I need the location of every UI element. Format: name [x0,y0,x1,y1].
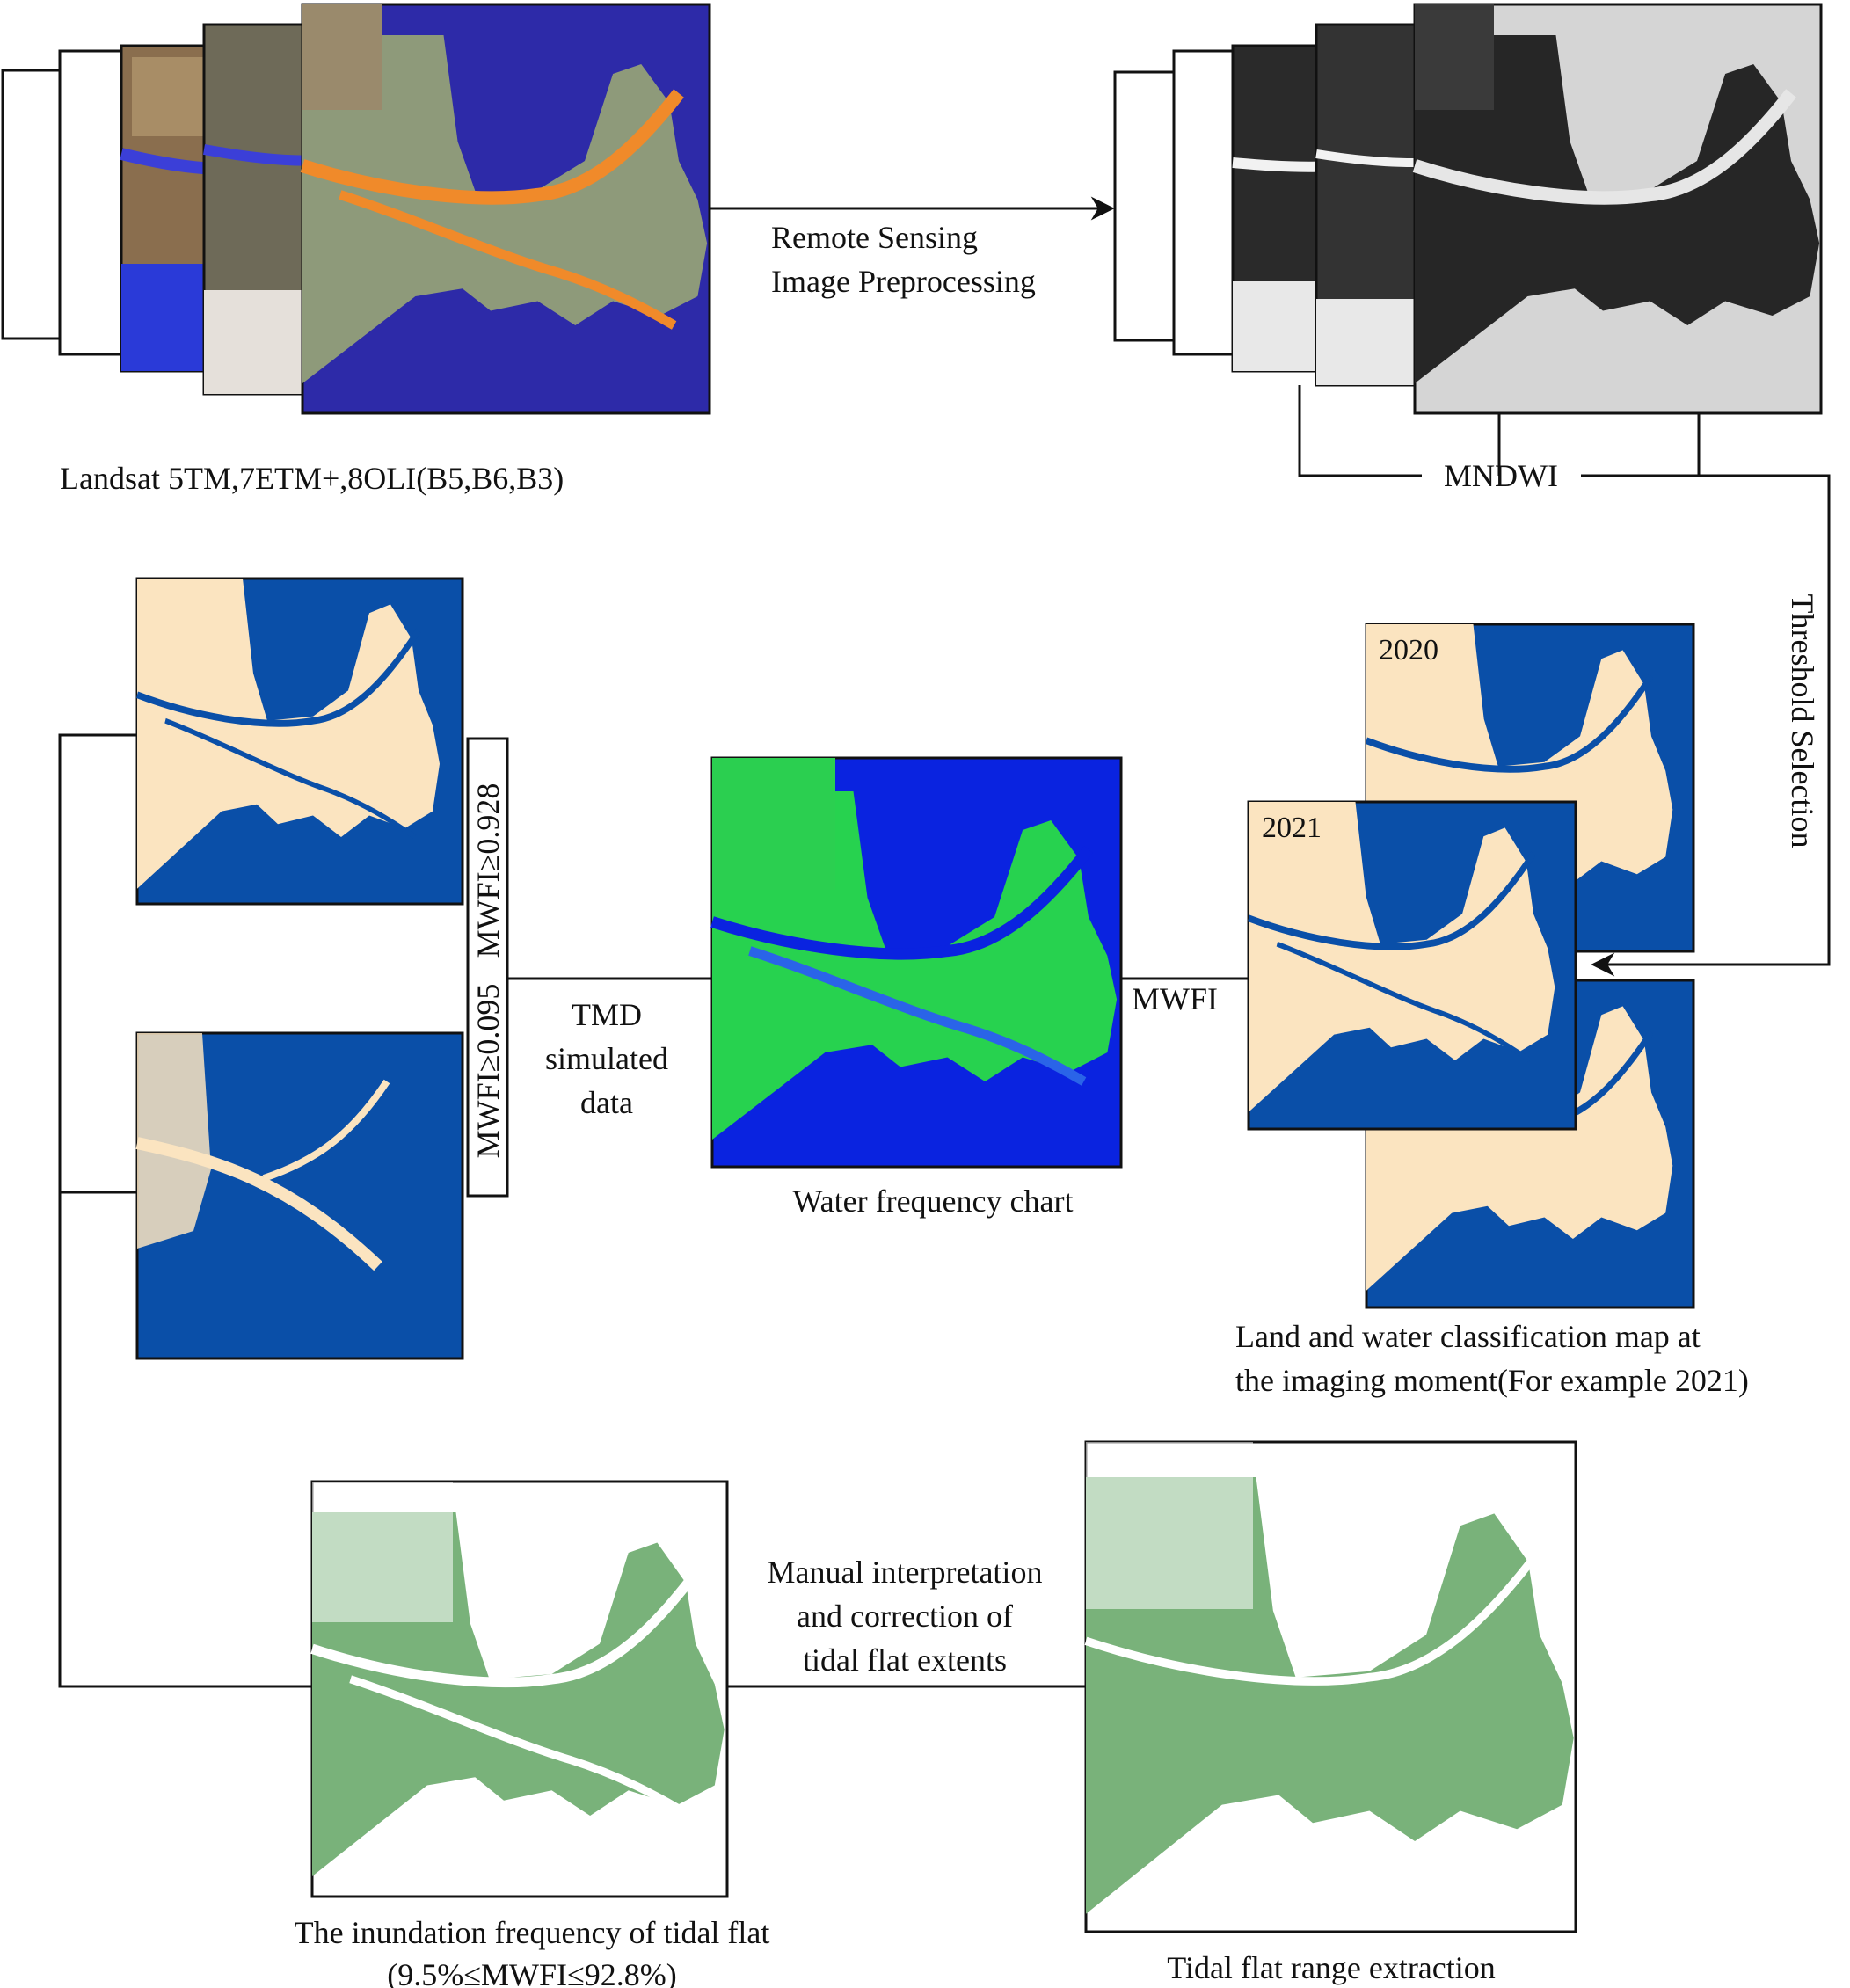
mndwi-label: MNDWI [1444,458,1558,493]
mwfi-high-label: MWFI≥0.928 [470,783,506,958]
mndwi-stack [1113,3,1823,415]
tmd-label-line1: TMD [572,997,642,1032]
high-threshold-map [137,577,464,906]
classification-label-line1: Land and water classification map at [1235,1319,1701,1354]
manual-label-line1: Manual interpretation [768,1555,1043,1590]
tidal-flat-range-map [1086,1440,1577,1933]
water-frequency-label: Water frequency chart [793,1183,1074,1219]
preprocess-label-line1: Remote Sensing [771,220,978,255]
inundation-label-line1: The inundation frequency of tidal flat [295,1915,770,1950]
low-threshold-map [135,1031,464,1360]
mwfi-low-label: MWFI≥0.095 [470,984,506,1159]
year-2020-label: 2020 [1379,634,1438,666]
water-frequency-image [712,756,1123,1169]
tmd-label-line3: data [580,1085,633,1120]
threshold-label: Threshold Selection [1785,594,1820,848]
mwfi-label: MWFI [1132,981,1218,1016]
threshold-arrow [1581,474,1831,977]
landsat-stack [1,3,711,415]
manual-label-line2: and correction of [797,1598,1013,1634]
year-2021-label: 2021 [1262,812,1322,844]
tmd-label-line2: simulated [545,1041,668,1076]
tidal-range-label: Tidal flat range extraction [1167,1950,1496,1985]
mwfi-bracket [466,737,509,1198]
classification-map-2021: 2021 [1249,800,1577,1131]
left-connector [58,733,312,1688]
classification-label-line2: the imaging moment(For example 2021) [1235,1363,1749,1398]
mndwi-bracket-left [1298,385,1422,477]
mndwi-image-3 [1415,3,1823,415]
inundation-label-line2: (9.5%≤MWFI≤92.8%) [387,1957,676,1988]
manual-label-line3: tidal flat extents [803,1642,1007,1678]
preprocess-label-line2: Image Preprocessing [771,264,1036,299]
landsat-image-3 [302,3,711,415]
inundation-frequency-map [312,1480,729,1898]
landsat-label: Landsat 5TM,7ETM+,8OLI(B5,B6,B3) [60,461,564,496]
